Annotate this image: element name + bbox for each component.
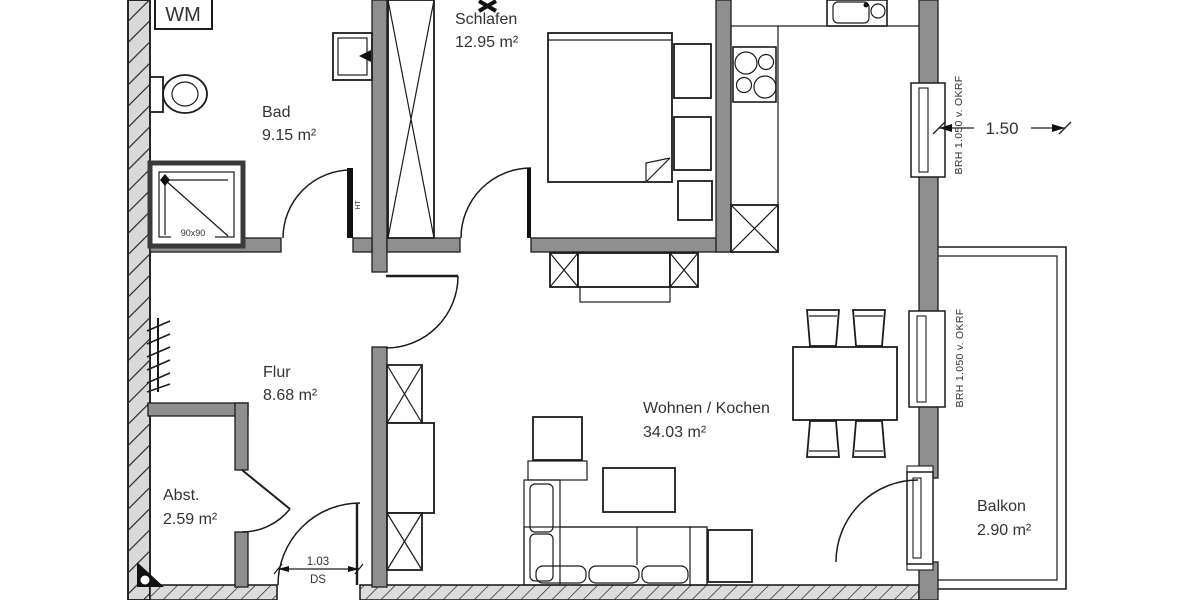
wall-right-a (918, 0, 939, 86)
dining-table-icon (792, 346, 898, 421)
window-top (910, 82, 946, 178)
interior-walls (147, 0, 939, 600)
dimension-window: 1.50 (932, 116, 1072, 139)
balcony-outline (938, 246, 1067, 590)
svg-text:34.03 m²: 34.03 m² (643, 424, 707, 441)
washbasin-icon (332, 32, 373, 81)
wall-schlafen-wohnen (530, 237, 732, 253)
room-label-wohnen: Wohnen / Kochen 34.03 m² (643, 400, 770, 441)
sink-icon (826, 0, 888, 27)
side-table-icon (707, 529, 753, 583)
bed-icon (547, 32, 673, 183)
hall-sideboard-icon (386, 364, 435, 571)
exterior-walls (127, 0, 920, 600)
shaft-symbol (137, 562, 164, 587)
entry-door-width-dimension: 1.03 (307, 556, 329, 568)
svg-text:Schlafen: Schlafen (455, 11, 517, 28)
wall-schlafen-kueche (715, 0, 732, 253)
tv-sideboard-icon (549, 252, 699, 303)
room-label-balkon: Balkon 2.90 m² (977, 498, 1032, 539)
door-abst (241, 469, 291, 533)
svg-text:Abst.: Abst. (163, 487, 199, 504)
washing-machine-label: WM (165, 4, 201, 26)
radiator-icon (146, 318, 171, 393)
window-width-dimension: 1.50 (985, 119, 1018, 138)
stool-icon (677, 180, 713, 221)
entry-door-type-label: DS (310, 574, 326, 586)
balcony-door-arc (835, 479, 919, 563)
nightstand-icon (673, 43, 712, 99)
labels: WM Bad 9.15 m² Schlafen 12.95 m² Flur 8.… (163, 4, 1032, 539)
svg-text:12.95 m²: 12.95 m² (455, 34, 519, 51)
stove-icon (732, 46, 777, 103)
wall-abst-right-lower (234, 531, 249, 588)
north-marker-icon (477, 0, 498, 13)
sill-height-label-mid: BRH 1.050 v. OKRF (954, 309, 966, 408)
svg-text:9.15 m²: 9.15 m² (262, 127, 317, 144)
exterior-wall-left-hatch (128, 0, 150, 600)
svg-text:Wohnen / Kochen: Wohnen / Kochen (643, 400, 770, 417)
dimension-entry-door: 1.03 DS (273, 556, 364, 586)
wall-schlafen-flur (386, 237, 461, 253)
kitchen-fixtures (730, 0, 919, 253)
fridge-icon (730, 204, 779, 253)
wardrobe-icon (387, 0, 435, 239)
svg-text:2.59 m²: 2.59 m² (163, 511, 218, 528)
living-furniture (523, 252, 898, 586)
door-schlafen (460, 167, 532, 239)
toilet-icon (149, 74, 208, 114)
wall-right-b (918, 174, 939, 314)
wall-abst-right-upper (234, 402, 249, 471)
washing-machine-icon (154, 0, 213, 30)
side-table-icon (532, 416, 583, 461)
door-entry (277, 502, 361, 586)
flur-furniture (137, 318, 435, 587)
svg-text:Flur: Flur (263, 364, 291, 381)
shower-size-label: 90x90 (181, 228, 206, 238)
window-mid (908, 310, 946, 408)
windows (835, 82, 946, 571)
exterior-wall-bottom-right-hatch (360, 585, 919, 600)
svg-text:8.68 m²: 8.68 m² (263, 387, 318, 404)
nightstand-icon (673, 116, 712, 171)
shower-icon: 90x90 (147, 160, 246, 249)
dining-chairs (806, 309, 886, 458)
svg-text:Balkon: Balkon (977, 498, 1026, 515)
room-label-schlafen: Schlafen 12.95 m² (455, 11, 519, 51)
schlafen-furniture (387, 0, 713, 239)
wall-bad-bottom-stub (352, 237, 373, 253)
door-bad (282, 168, 353, 239)
svg-text:2.90 m²: 2.90 m² (977, 522, 1032, 539)
balcony-door (835, 465, 934, 571)
wall-flur-wohnen (371, 346, 388, 588)
svg-text:Bad: Bad (262, 104, 290, 121)
bathroom-fixtures: 90x90 HT (147, 0, 373, 249)
wall-bad-schlafen (371, 0, 388, 273)
sill-height-label-top: BRH 1.050 v. OKRF (953, 76, 965, 175)
exterior-wall-bottom-left-hatch (150, 585, 277, 600)
wall-abst-top (147, 402, 249, 417)
coffee-table-icon (602, 467, 676, 513)
room-label-abst: Abst. 2.59 m² (163, 487, 218, 528)
door-wohnen (385, 274, 459, 349)
room-label-bad: Bad 9.15 m² (262, 104, 317, 144)
sofa-icon (523, 460, 708, 586)
room-label-flur: Flur 8.68 m² (263, 364, 318, 404)
duct-label: HT (355, 200, 362, 210)
